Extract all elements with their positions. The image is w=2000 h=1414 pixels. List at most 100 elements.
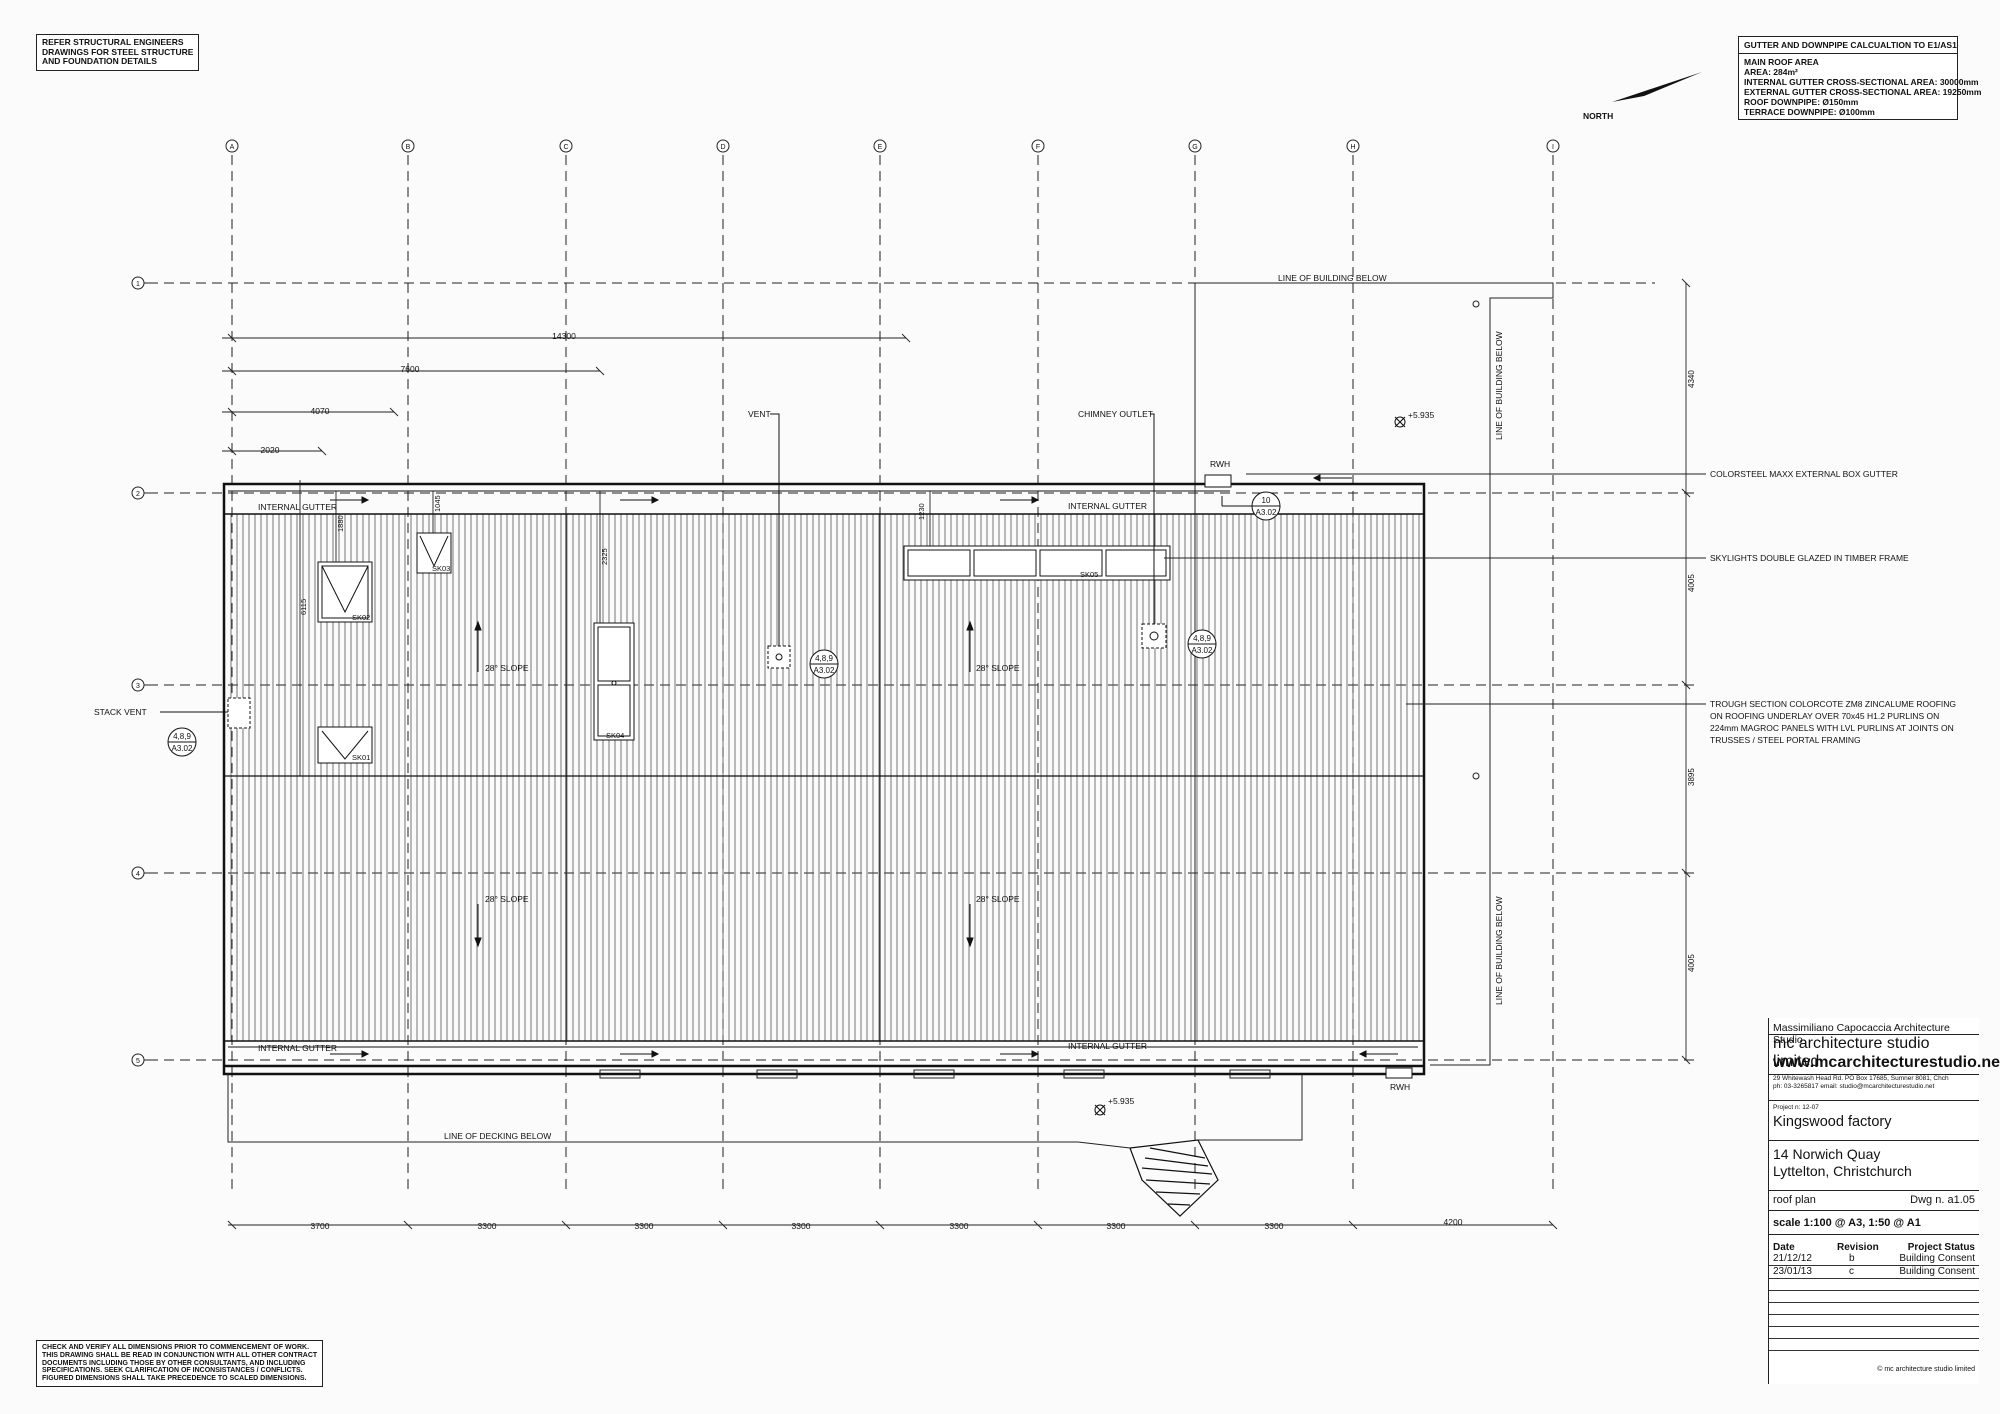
callout-roofing-line-1: TROUGH SECTION COLORCOTE ZM8 ZINCALUME R… bbox=[1710, 699, 1956, 709]
dimension-note-line: THIS DRAWING SHALL BE READ IN CONJUNCTIO… bbox=[42, 1351, 318, 1359]
external-stair bbox=[1129, 1139, 1219, 1217]
local-dimensions bbox=[299, 480, 931, 776]
title-block: Massimiliano Capocaccia Architecture Stu… bbox=[1768, 1018, 2000, 1384]
calc-line: TERRACE DOWNPIPE: Ø100mm bbox=[1744, 107, 1875, 118]
skylight-label-sk01: SK01 bbox=[352, 753, 370, 762]
section-ref-1 bbox=[167, 727, 197, 757]
grid-label-f: F bbox=[1036, 144, 1040, 151]
grid-label-3: 3 bbox=[136, 683, 140, 690]
revision-code: b bbox=[1849, 1253, 1855, 1264]
structural-note-line: DRAWINGS FOR STEEL STRUCTURE bbox=[42, 46, 194, 57]
grid-bubble-d bbox=[716, 139, 730, 153]
company-website: www.mcarchitecturestudio.net bbox=[1773, 1054, 2000, 1071]
drawing-scale: scale 1:100 @ A3, 1:50 @ A1 bbox=[1773, 1217, 1921, 1229]
dim-right-4: 4005 bbox=[1687, 954, 1696, 972]
section-ref-3 bbox=[1187, 629, 1217, 659]
section-ref-3-top: 4,8,9 bbox=[1193, 634, 1211, 643]
row-grid-bubbles bbox=[131, 276, 145, 1067]
downpipe-circle-1 bbox=[1472, 300, 1480, 308]
internal-gutter-label-bottom-right: INTERNAL GUTTER bbox=[1068, 1041, 1147, 1051]
dim-4070: 4070 bbox=[311, 406, 330, 416]
column-grid-bubbles bbox=[225, 139, 1560, 153]
calc-line: EXTERNAL GUTTER CROSS-SECTIONAL AREA: 19… bbox=[1744, 87, 1982, 98]
dimension-note-line: FIGURED DIMENSIONS SHALL TAKE PRECEDENCE… bbox=[42, 1375, 307, 1383]
slope-label-1: 28° SLOPE bbox=[485, 663, 529, 673]
rwh-label-bottom: RWH bbox=[1390, 1082, 1410, 1092]
skylight-sk05 bbox=[903, 545, 1171, 581]
chimney-outlet-label: CHIMNEY OUTLET bbox=[1078, 409, 1153, 419]
north-label: NORTH bbox=[1583, 111, 1614, 121]
grid-label-g: G bbox=[1192, 144, 1197, 151]
slope-label-3: 28° SLOPE bbox=[485, 894, 529, 904]
grid-bubble-e bbox=[873, 139, 887, 153]
dim-bottom-8: 4200 bbox=[1444, 1217, 1463, 1227]
calc-line: AREA: 284m² bbox=[1744, 67, 1798, 78]
level-marker-bottom bbox=[1094, 1104, 1106, 1116]
grid-bubble-h bbox=[1346, 139, 1360, 153]
revision-status: Building Consent bbox=[1899, 1266, 1975, 1277]
dim-14300: 14300 bbox=[552, 331, 576, 341]
dim-bottom-6: 3300 bbox=[1107, 1221, 1126, 1231]
roof-sheeting-upper bbox=[226, 514, 1422, 776]
calc-line: INTERNAL GUTTER CROSS-SECTIONAL AREA: 30… bbox=[1744, 77, 1979, 88]
dim-2325: 2325 bbox=[600, 548, 609, 565]
gutter-flow-arrows bbox=[330, 474, 1398, 1058]
grid-bubble-b bbox=[401, 139, 415, 153]
calc-line: MAIN ROOF AREA bbox=[1744, 57, 1819, 68]
structural-note-line: REFER STRUCTURAL ENGINEERS bbox=[42, 37, 184, 47]
level-label-top: +5.935 bbox=[1408, 410, 1435, 420]
gutter-calculation-box: GUTTER AND DOWNPIPE CALCUALTION TO E1/AS… bbox=[1738, 36, 1982, 120]
skylight-sk01 bbox=[317, 726, 373, 764]
grid-label-i: I bbox=[1552, 144, 1554, 151]
right-dimensions bbox=[1681, 278, 1691, 1065]
structural-note: REFER STRUCTURAL ENGINEERS DRAWINGS FOR … bbox=[36, 34, 200, 71]
roof-outline bbox=[222, 474, 1426, 1079]
project-name: Kingswood factory bbox=[1773, 1114, 1892, 1130]
structural-note-line: AND FOUNDATION DETAILS bbox=[42, 56, 157, 67]
gutter-calculation-title: GUTTER AND DOWNPIPE CALCUALTION TO E1/AS… bbox=[1739, 37, 1957, 55]
project-number: Project n: 12-07 bbox=[1773, 1104, 1819, 1111]
level-marker-top bbox=[1394, 416, 1406, 428]
dim-bottom-1: 3700 bbox=[311, 1221, 330, 1231]
callout-roofing-line-3: 224mm MAGROC PANELS WITH LVL PURLINS AT … bbox=[1710, 723, 1954, 733]
dim-right-3: 3895 bbox=[1687, 768, 1696, 786]
line-of-building-below-right-1: LINE OF BUILDING BELOW bbox=[1494, 331, 1504, 440]
address-line-2: ph: 03-3265817 email: studio@mcarchitect… bbox=[1773, 1083, 1935, 1091]
dim-6115: 6115 bbox=[299, 599, 308, 615]
section-ref-4 bbox=[1221, 491, 1281, 521]
dim-2020: 2020 bbox=[261, 445, 280, 455]
vent-label: VENT bbox=[748, 409, 771, 419]
dim-bottom-3: 3300 bbox=[635, 1221, 654, 1231]
section-ref-2-top: 4,8,9 bbox=[815, 654, 833, 663]
top-dimensions bbox=[222, 333, 911, 456]
section-ref-1-bottom: A3.02 bbox=[172, 744, 193, 753]
grid-label-1: 1 bbox=[136, 281, 140, 288]
callout-skylights: SKYLIGHTS DOUBLE GLAZED IN TIMBER FRAME bbox=[1710, 553, 1909, 563]
dim-right-1: 4340 bbox=[1687, 370, 1696, 388]
grid-label-d: D bbox=[720, 144, 725, 151]
slope-arrows bbox=[474, 620, 974, 948]
drawing-number: Dwg n. a1.05 bbox=[1910, 1194, 1975, 1206]
callout-roofing-line-2: ON ROOFING UNDERLAY OVER 70x45 H1.2 PURL… bbox=[1710, 711, 1939, 721]
dim-bottom-4: 3300 bbox=[792, 1221, 811, 1231]
internal-gutter-label-bottom-left: INTERNAL GUTTER bbox=[258, 1043, 337, 1053]
revision-header-date: Date bbox=[1773, 1242, 1795, 1253]
grid-bubble-a bbox=[225, 139, 239, 153]
revision-date: 21/12/12 bbox=[1773, 1253, 1812, 1264]
skylight-label-sk02: SK02 bbox=[352, 613, 370, 622]
callout-external-box-gutter: COLORSTEEL MAXX EXTERNAL BOX GUTTER bbox=[1710, 469, 1898, 479]
dim-1880: 1880 bbox=[336, 515, 345, 532]
grid-label-a: A bbox=[230, 144, 235, 151]
dim-bottom-5: 3300 bbox=[950, 1221, 969, 1231]
grid-bubble-f bbox=[1031, 139, 1045, 153]
skylight-label-sk03: SK03 bbox=[432, 564, 450, 573]
level-label-bottom: +5.935 bbox=[1108, 1096, 1135, 1106]
skylight-label-sk05: SK05 bbox=[1080, 570, 1098, 579]
grid-label-4: 4 bbox=[136, 871, 140, 878]
slope-label-2: 28° SLOPE bbox=[976, 663, 1020, 673]
revision-code: c bbox=[1849, 1266, 1854, 1277]
grid-bubble-g bbox=[1188, 139, 1202, 153]
revision-header-revision: Revision bbox=[1837, 1242, 1879, 1253]
grid-label-b: B bbox=[406, 144, 411, 151]
